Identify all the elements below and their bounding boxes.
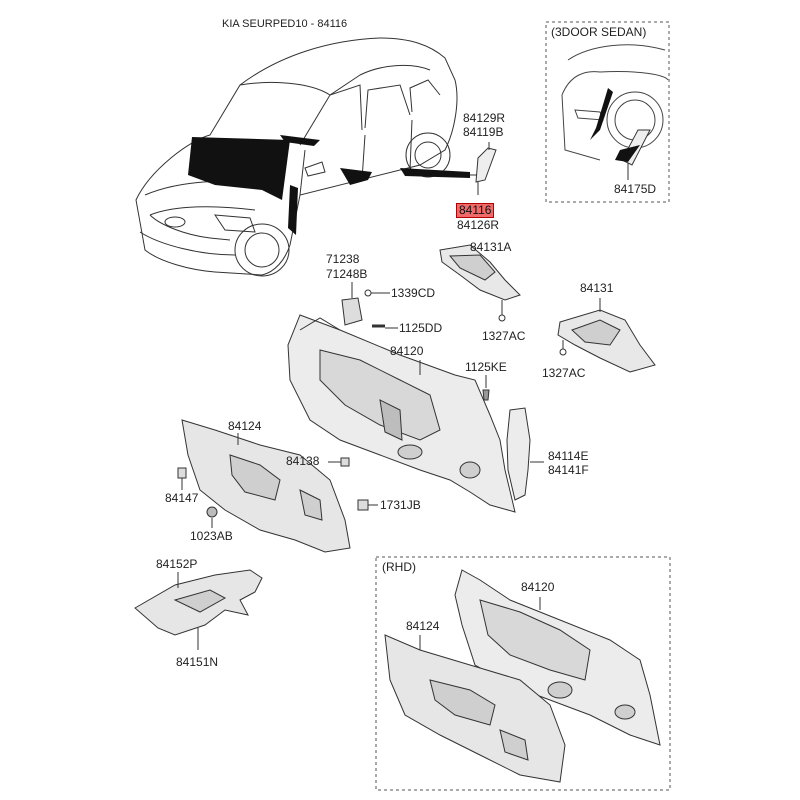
part-label-84175d[interactable]: 84175D xyxy=(614,182,657,196)
rhd-part-label-84120[interactable]: 84120 xyxy=(521,580,555,594)
clip-1023ab-shape xyxy=(206,506,218,518)
part-84152p-shape xyxy=(134,569,263,636)
part-label-84138[interactable]: 84138 xyxy=(286,454,320,468)
sedan-inset-drawing xyxy=(561,44,669,161)
part-label-84114e[interactable]: 84114E xyxy=(548,449,589,463)
part-label-84151n[interactable]: 84151N xyxy=(176,655,219,669)
rhd-box-title: (RHD) xyxy=(380,560,418,574)
rhd-part-label-84124[interactable]: 84124 xyxy=(406,619,440,633)
sedan-box-title: (3DOOR SEDAN) xyxy=(549,25,649,39)
part-label-1023ab[interactable]: 1023AB xyxy=(190,529,233,543)
rhd-part-84124-shape xyxy=(384,634,566,783)
part-label-84147[interactable]: 84147 xyxy=(165,491,199,505)
part-71238-shape xyxy=(341,297,363,326)
part-label-84126r[interactable]: 84126R xyxy=(457,218,500,232)
part-84116-location xyxy=(400,168,470,178)
clip-84147-shape xyxy=(177,467,187,479)
part-84131-shape xyxy=(557,309,656,373)
part-label-84124[interactable]: 84124 xyxy=(228,419,262,433)
rhd-inset-box xyxy=(375,556,671,791)
part-label-71248b[interactable]: 71248B xyxy=(326,267,368,281)
part-label-84129r[interactable]: 84129R xyxy=(463,111,506,125)
part-label-84141f[interactable]: 84141F xyxy=(548,463,589,477)
part-84129r-shape xyxy=(475,147,497,183)
part-label-84131[interactable]: 84131 xyxy=(580,281,614,295)
part-label-84119b[interactable]: 84119B xyxy=(463,125,504,139)
part-84131a-shape xyxy=(439,244,521,301)
part-label-1125dd[interactable]: 1125DD xyxy=(399,321,443,335)
part-label-84120[interactable]: 84120 xyxy=(390,344,424,358)
car-highlighted-parts xyxy=(188,135,470,235)
part-label-1327ac-a[interactable]: 1327AC xyxy=(482,329,526,343)
part-label-71238[interactable]: 71238 xyxy=(326,252,360,266)
sedan-inset-box xyxy=(545,21,670,203)
part-label-84152p[interactable]: 84152P xyxy=(156,557,198,571)
part-label-84116-highlighted[interactable]: 84116 xyxy=(456,203,495,218)
part-label-1339cd[interactable]: 1339CD xyxy=(391,286,436,300)
side-panel-shape xyxy=(288,185,298,235)
clip-84138-shape xyxy=(340,457,350,467)
part-label-1731jb[interactable]: 1731JB xyxy=(380,498,421,512)
dash-panel-shape xyxy=(188,137,290,200)
bolt-1339cd-shape xyxy=(364,289,372,297)
part-84120-shape xyxy=(287,314,516,513)
car-illustration xyxy=(135,37,458,277)
part-label-84131a[interactable]: 84131A xyxy=(470,240,512,254)
part-84124-shape xyxy=(181,419,351,553)
part-84114e-shape xyxy=(506,407,531,501)
diagram-title: KIA SEURPED10 - 84116 xyxy=(222,18,348,30)
clip-1731jb-shape xyxy=(357,499,369,511)
rhd-part-84120-shape xyxy=(454,569,661,746)
bolt-1125ke-shape xyxy=(482,389,490,401)
part-label-1327ac-b[interactable]: 1327AC xyxy=(542,366,586,380)
sedan-dark-part xyxy=(590,88,613,140)
part-label-1125ke[interactable]: 1125KE xyxy=(465,360,507,374)
